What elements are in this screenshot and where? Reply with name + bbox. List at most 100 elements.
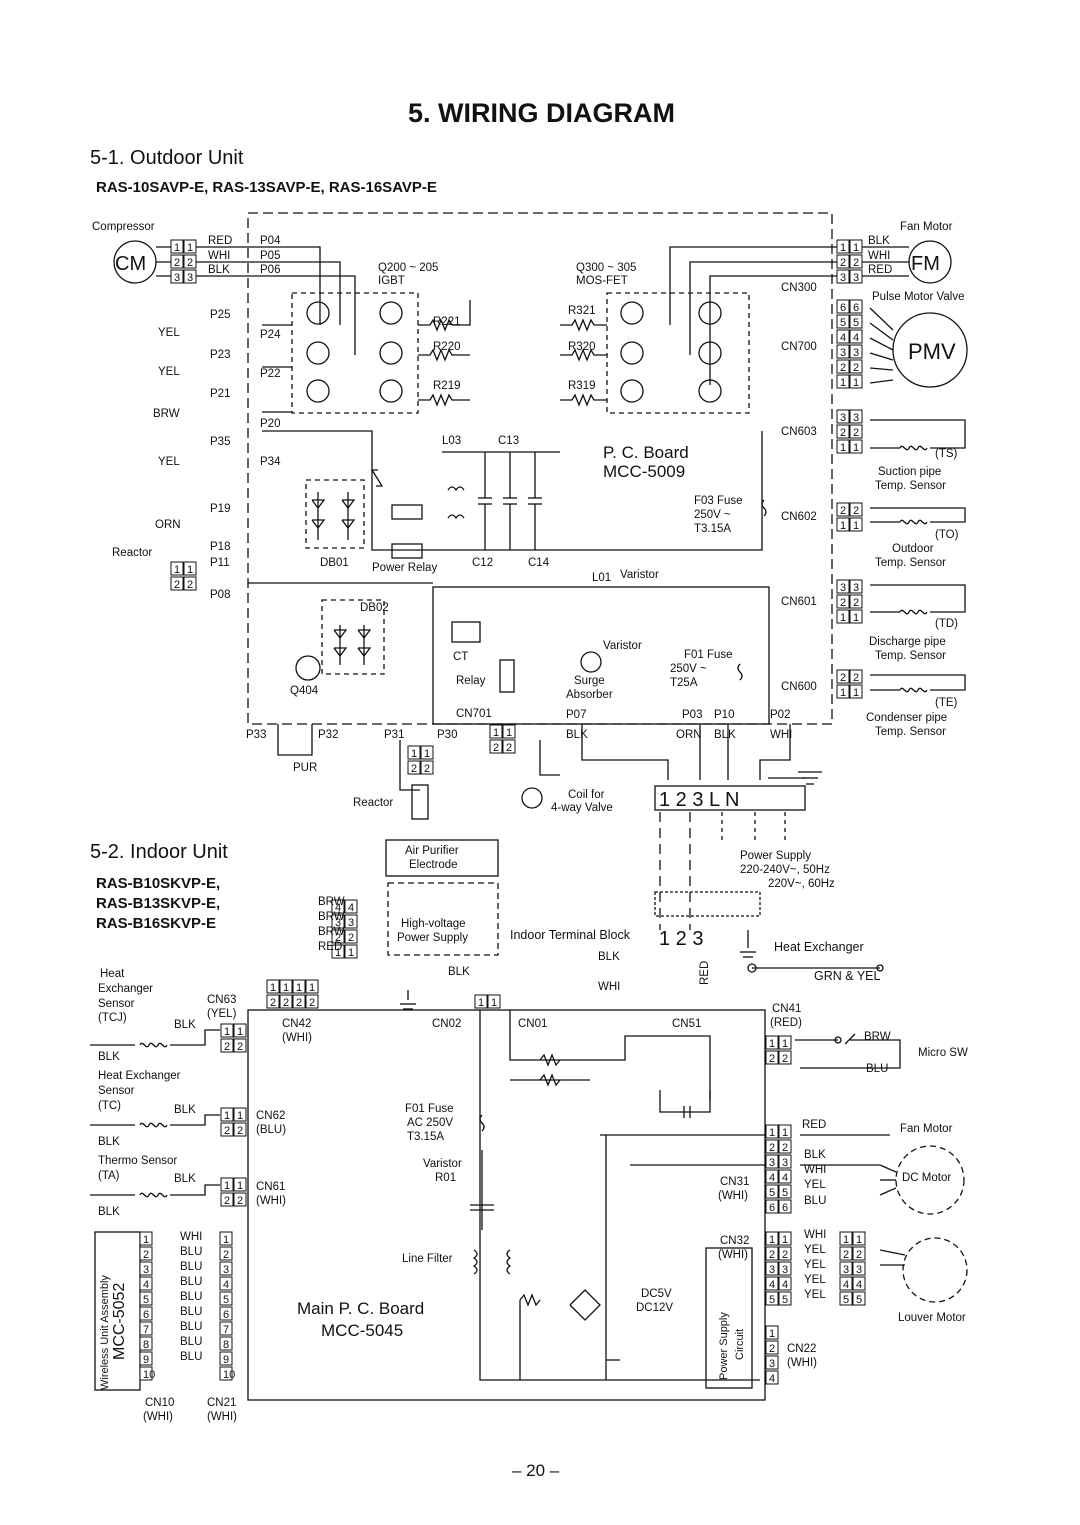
cn61-pin xyxy=(220,1192,234,1207)
cn42-row-pin xyxy=(266,994,280,1009)
svg-text:BLU: BLU xyxy=(180,1306,202,1318)
cn61-pin-number: 2 xyxy=(237,1195,243,1207)
power-supply-label: Power Supply xyxy=(740,850,811,862)
cn601-pin xyxy=(836,579,850,594)
power-supply-50hz: 220-240V~, 50Hz xyxy=(740,864,830,876)
cn42-top-pin-number: 1 xyxy=(335,947,341,959)
cn603-pin xyxy=(836,424,850,439)
cn701-pin xyxy=(489,724,503,739)
svg-text:BRW: BRW xyxy=(864,1031,891,1043)
pmv-connector-pin-number: 6 xyxy=(853,302,859,314)
cn601-pin-number: 3 xyxy=(853,582,859,594)
cn21-pin xyxy=(219,1276,233,1291)
cn41-pin-number: 2 xyxy=(769,1053,775,1065)
svg-text:RED: RED xyxy=(699,961,711,985)
cn10-pin-number: 5 xyxy=(143,1294,149,1306)
cn21-pin-number: 9 xyxy=(223,1354,229,1366)
cn31-pin-number: 1 xyxy=(782,1127,788,1139)
cn42-top-pin-number: 4 xyxy=(348,902,354,914)
outdoor-lower-section xyxy=(432,586,770,725)
cn41-pin xyxy=(765,1035,779,1050)
cn21-pin-number: 5 xyxy=(223,1294,229,1306)
svg-text:CN21: CN21 xyxy=(207,1397,236,1409)
svg-text:WHI: WHI xyxy=(598,981,620,993)
svg-text:Reactor: Reactor xyxy=(353,797,393,809)
pmv-connector-pin xyxy=(836,314,850,329)
cn701-pin-number: 1 xyxy=(506,727,512,739)
cn41-pin-number: 2 xyxy=(782,1053,788,1065)
cn10-pin xyxy=(139,1306,153,1321)
cn31-pin xyxy=(778,1199,792,1214)
indoor-fan-motor-label: Fan Motor xyxy=(900,1123,953,1135)
outdoor-models: RAS-10SAVP-E, RAS-13SAVP-E, RAS-16SAVP-E xyxy=(96,179,437,196)
cn701-pin-number: 1 xyxy=(493,727,499,739)
cn32-pin xyxy=(765,1231,779,1246)
compressor-connector-pin xyxy=(183,239,197,254)
cn600-label: CN600 xyxy=(781,681,817,693)
cn601-pin xyxy=(836,594,850,609)
svg-text:CN62: CN62 xyxy=(256,1110,285,1122)
outdoor-reactor-label: Reactor xyxy=(112,547,153,559)
cn42-row-pin xyxy=(292,979,306,994)
cn602-pin-number: 1 xyxy=(853,520,859,532)
svg-text:YEL: YEL xyxy=(804,1244,826,1256)
cn41-pin-number: 1 xyxy=(782,1038,788,1050)
cn42-top-pin-number: 1 xyxy=(348,947,354,959)
svg-text:P23: P23 xyxy=(210,349,230,361)
f03-fuse-rating: 250V ~ xyxy=(694,509,731,521)
td-name-2: Temp. Sensor xyxy=(875,650,946,662)
cn21-pin-number: 1 xyxy=(223,1234,229,1246)
reactor-connector-pin-number: 1 xyxy=(187,564,193,576)
cn21-pin-number: 2 xyxy=(223,1249,229,1261)
louver-connector-pin xyxy=(852,1246,866,1261)
cn601-pin-number: 2 xyxy=(840,597,846,609)
cn62-pin-number: 1 xyxy=(237,1110,243,1122)
louver-connector-pin-number: 4 xyxy=(843,1279,849,1291)
svg-text:R220: R220 xyxy=(433,341,461,353)
wireless-model: MCC-5052 xyxy=(111,1283,128,1360)
cn01-pin-number: 1 xyxy=(491,997,497,1009)
cn601-pin-number: 3 xyxy=(840,582,846,594)
svg-text:Circuit: Circuit xyxy=(734,1329,746,1360)
cn601-pin-number: 1 xyxy=(853,612,859,624)
louver-motor-label: Louver Motor xyxy=(898,1312,966,1324)
svg-text:PUR: PUR xyxy=(293,762,317,774)
svg-text:Q404: Q404 xyxy=(290,685,319,697)
outdoor-terminal-block-digits: 1 2 3 L N xyxy=(659,789,739,811)
mosfet-group xyxy=(606,292,750,414)
cn600-pin xyxy=(849,669,863,684)
reactor-connector-pin xyxy=(183,561,197,576)
louver-connector-pin xyxy=(852,1276,866,1291)
svg-text:DB02: DB02 xyxy=(360,602,389,614)
compressor-connector-pin-number: 1 xyxy=(187,242,193,254)
svg-text:P08: P08 xyxy=(210,589,230,601)
svg-text:BLK: BLK xyxy=(98,1051,120,1063)
svg-text:P20: P20 xyxy=(260,418,280,430)
reactor-connector-pin-number: 2 xyxy=(174,579,180,591)
fan-connector-pin-number: 1 xyxy=(853,242,859,254)
cn10-pin xyxy=(139,1291,153,1306)
cn31-pin xyxy=(765,1169,779,1184)
dc5v-label: DC5V xyxy=(641,1288,672,1300)
svg-text:C13: C13 xyxy=(498,435,519,447)
louver-connector-pin xyxy=(839,1231,853,1246)
cn21-pin xyxy=(219,1351,233,1366)
reactor-connector-pin-number: 2 xyxy=(187,579,193,591)
cn22-pin xyxy=(765,1355,779,1370)
cn21-pin xyxy=(219,1231,233,1246)
indoor-fuse-rating: AC 250V xyxy=(407,1117,454,1129)
igbt-label: IGBT xyxy=(378,275,405,287)
cn32-pin-number: 5 xyxy=(782,1294,788,1306)
cn32-pin xyxy=(765,1291,779,1306)
tc-name-1: Heat Exchanger xyxy=(98,1070,181,1082)
cn10-pin-number: 6 xyxy=(143,1309,149,1321)
svg-text:YEL: YEL xyxy=(158,327,180,339)
cn42-row-pin-number: 2 xyxy=(296,997,302,1009)
svg-text:BRW: BRW xyxy=(153,408,180,420)
cn42-row-pin xyxy=(292,994,306,1009)
svg-text:BRW: BRW xyxy=(318,911,345,923)
cn602-pin xyxy=(836,517,850,532)
cn61-pin xyxy=(233,1192,247,1207)
svg-text:(WHI): (WHI) xyxy=(787,1357,817,1369)
louver-connector-pin-number: 5 xyxy=(843,1294,849,1306)
